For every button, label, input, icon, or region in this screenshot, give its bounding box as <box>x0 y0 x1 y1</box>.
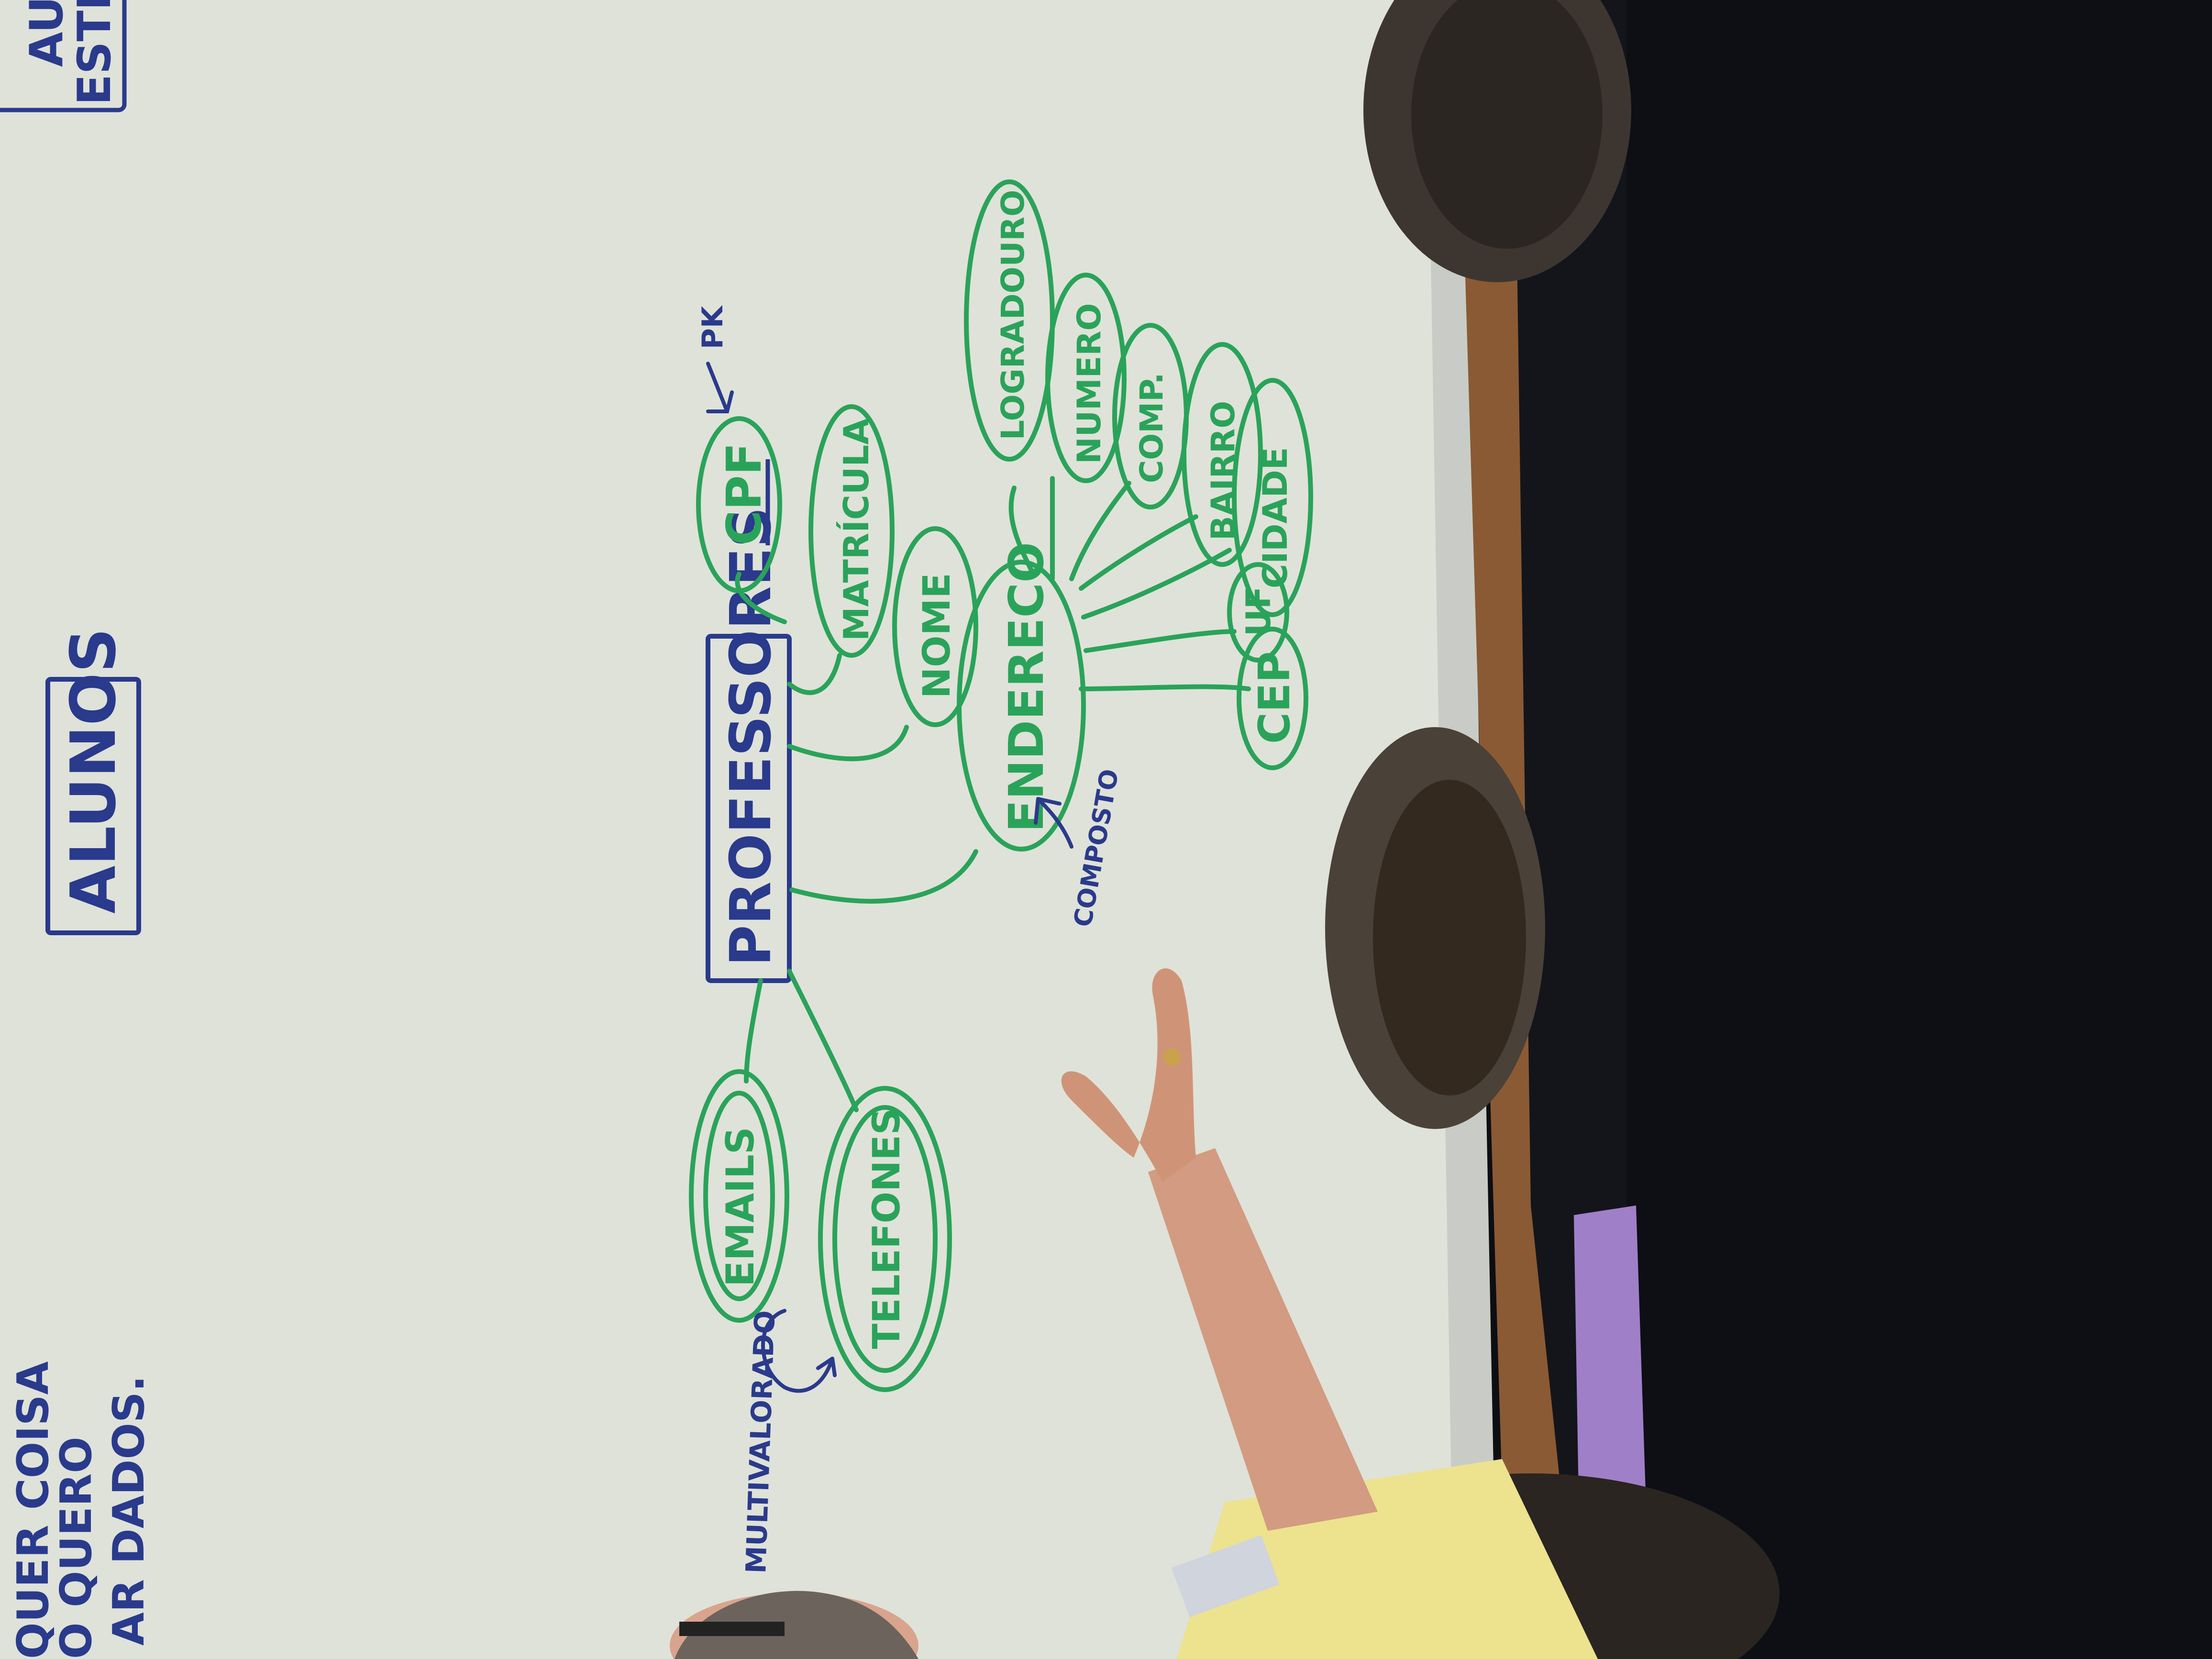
attr-emails-ellipse-inner <box>703 1091 775 1301</box>
lecturer-hand <box>1061 968 1196 1182</box>
part-numero-ellipse <box>1045 273 1127 483</box>
attr-emails-label: EMAILS <box>718 1127 763 1287</box>
part-numero-label: NUMERO <box>1071 303 1108 464</box>
attr-endereco-label: ENDERECO <box>998 542 1054 832</box>
left-note-1: QUER COISA <box>8 1361 58 1659</box>
entity-professores-box <box>706 634 792 983</box>
left-note-3: AR DADOS. <box>104 1375 154 1646</box>
attr-telefones-ellipse-inner <box>832 1105 938 1373</box>
part-cidade-label: CIDADE <box>1256 447 1295 588</box>
attr-matricula-ellipse <box>808 404 895 658</box>
attr-endereco-ellipse <box>957 560 1086 852</box>
entity-alunos-box <box>45 677 141 935</box>
lecturer-arm <box>1148 1148 1378 1531</box>
part-cep-ellipse <box>1237 627 1308 770</box>
attr-emails-ellipse <box>689 1069 789 1323</box>
left-note-2: O QUERO <box>51 1437 101 1659</box>
part-bairro-label: BAIRRO <box>1205 401 1242 541</box>
attr-telefones-ellipse <box>818 1086 952 1392</box>
part-cep-label: CEP <box>1250 652 1300 744</box>
corner-note-box <box>0 0 127 112</box>
attr-cpf-ellipse <box>696 416 782 593</box>
attr-telefones-label: TELEFONES <box>865 1108 908 1349</box>
part-bairro-ellipse <box>1182 342 1263 567</box>
purple-object <box>1574 1206 1646 1497</box>
part-comp-label: COMP. <box>1133 372 1170 483</box>
attr-nome-ellipse <box>892 526 978 727</box>
annotation-arrows <box>706 362 1073 1393</box>
attr-matricula-label: MATRÍCULA <box>836 418 876 641</box>
corner-note-line2: ESTM <box>68 0 121 105</box>
attr-cpf-label: CPF <box>716 442 772 545</box>
part-logradouro-label: LOGRADOURO <box>995 190 1031 440</box>
pk-label: PK <box>696 305 730 349</box>
part-cidade-ellipse <box>1232 378 1313 617</box>
part-uf-label: UF <box>1239 586 1278 636</box>
entity-professores-label: PROFESSORES <box>718 507 784 966</box>
corner-note-line1: AUMI <box>21 0 73 67</box>
attr-nome-label: NOME <box>916 573 959 699</box>
part-uf-ellipse <box>1227 562 1289 663</box>
entity-alunos-label: ALUNOS <box>57 628 130 914</box>
